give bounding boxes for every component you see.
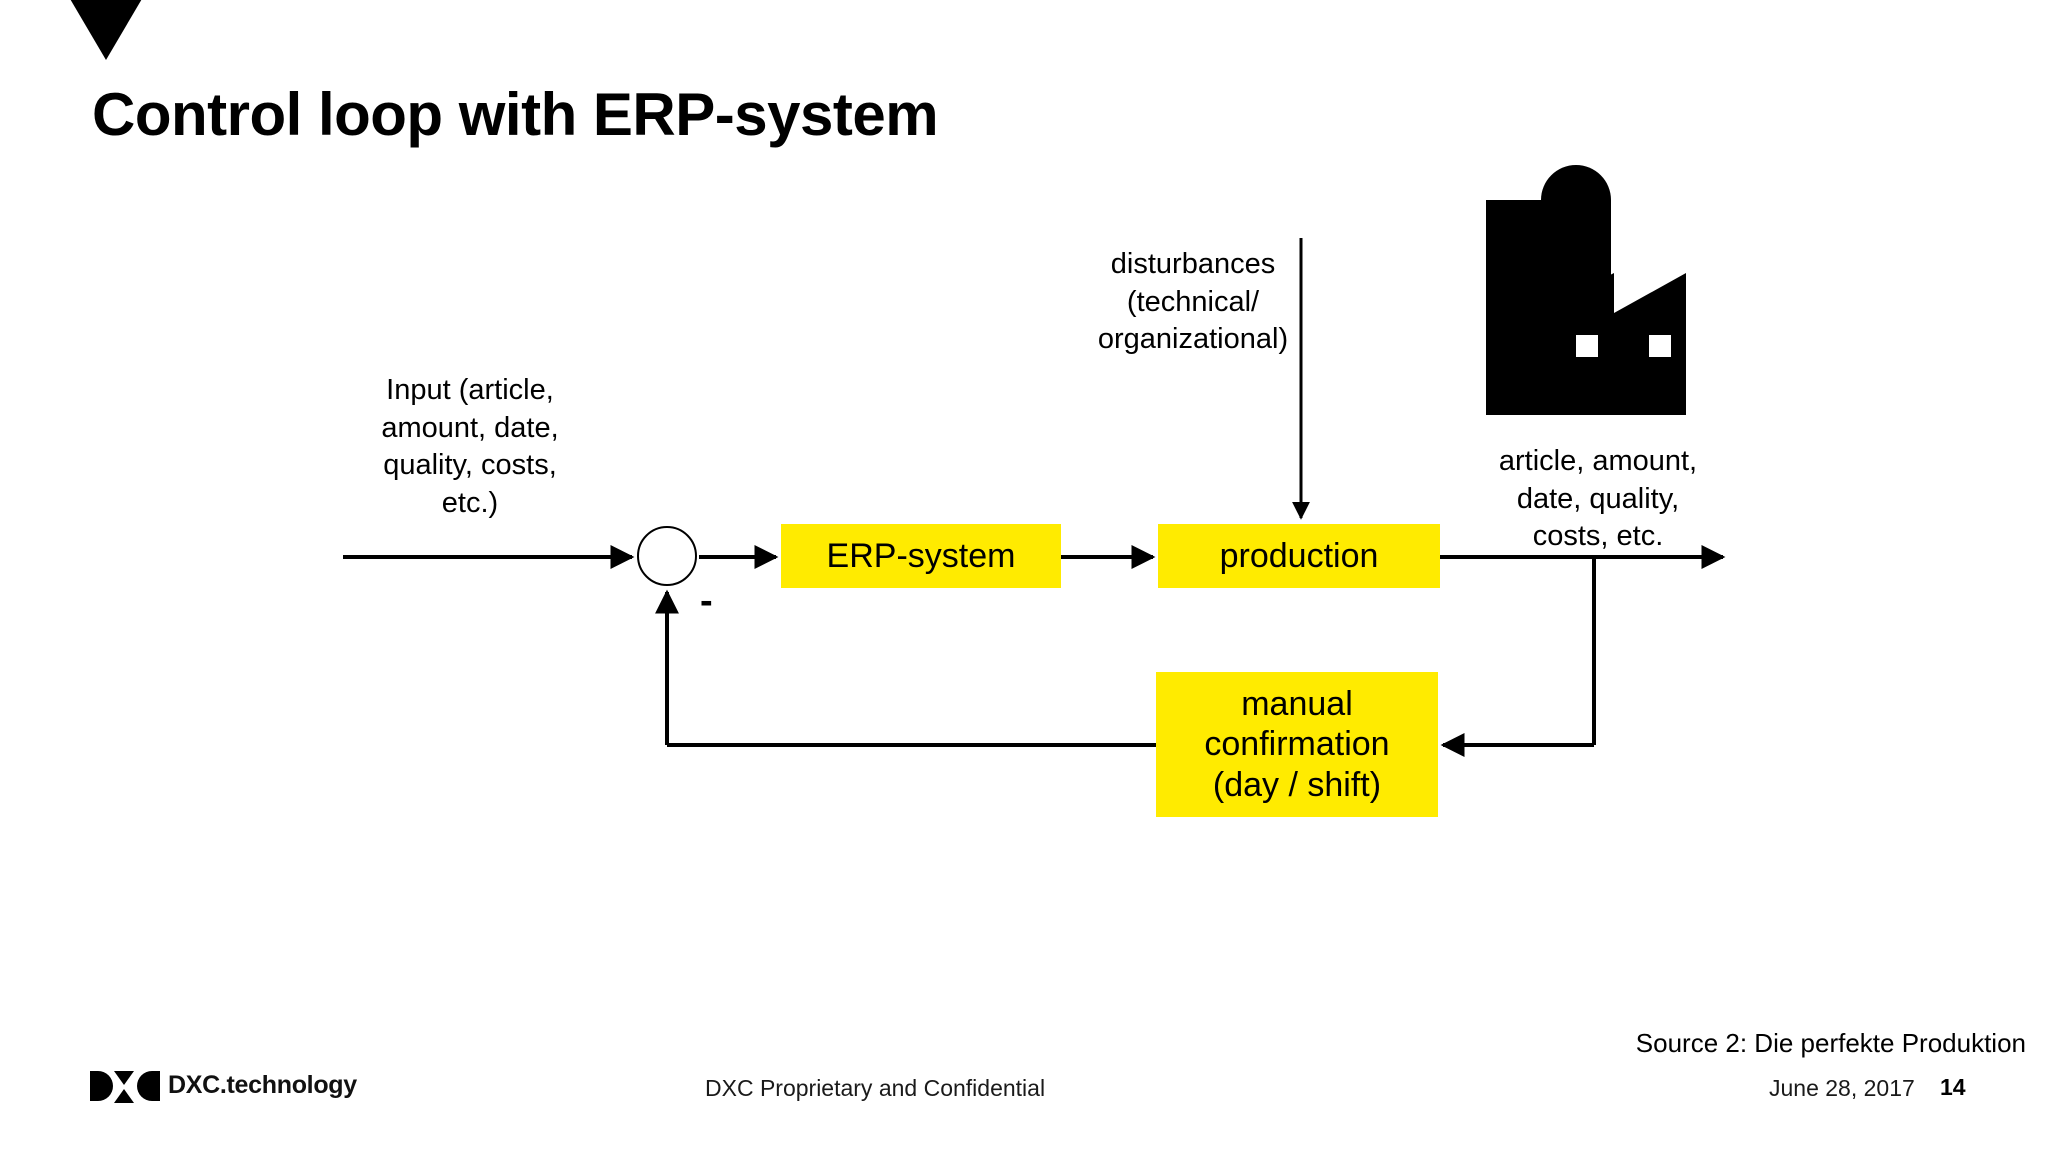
- dxc-logo-icon: [90, 1071, 160, 1103]
- brand-name: DXC.technology: [168, 1071, 357, 1099]
- source-note: Source 2: Die perfekte Produktion: [1635, 1028, 2026, 1058]
- page-title: Control loop with ERP-system: [92, 81, 939, 148]
- factory-icon: [1486, 165, 1686, 415]
- summing-junction: [637, 526, 697, 586]
- block-manual-confirmation[interactable]: manual confirmation (day / shift): [1156, 672, 1438, 817]
- label-input: Input (article, amount, date, quality, c…: [381, 374, 559, 520]
- junction-minus-sign: -: [700, 580, 713, 622]
- label-disturbances: disturbances (technical/ organizational): [1097, 248, 1289, 356]
- block-erp-system[interactable]: ERP-system: [781, 524, 1061, 588]
- block-production[interactable]: production: [1158, 524, 1440, 588]
- page-number: 14: [1940, 1074, 1966, 1100]
- label-output: article, amount, date, quality, costs, e…: [1498, 445, 1698, 553]
- confidentiality-notice: DXC Proprietary and Confidential: [705, 1075, 1046, 1101]
- triangle-marker-icon: [66, 0, 146, 60]
- slide-date: June 28, 2017: [1769, 1075, 1915, 1101]
